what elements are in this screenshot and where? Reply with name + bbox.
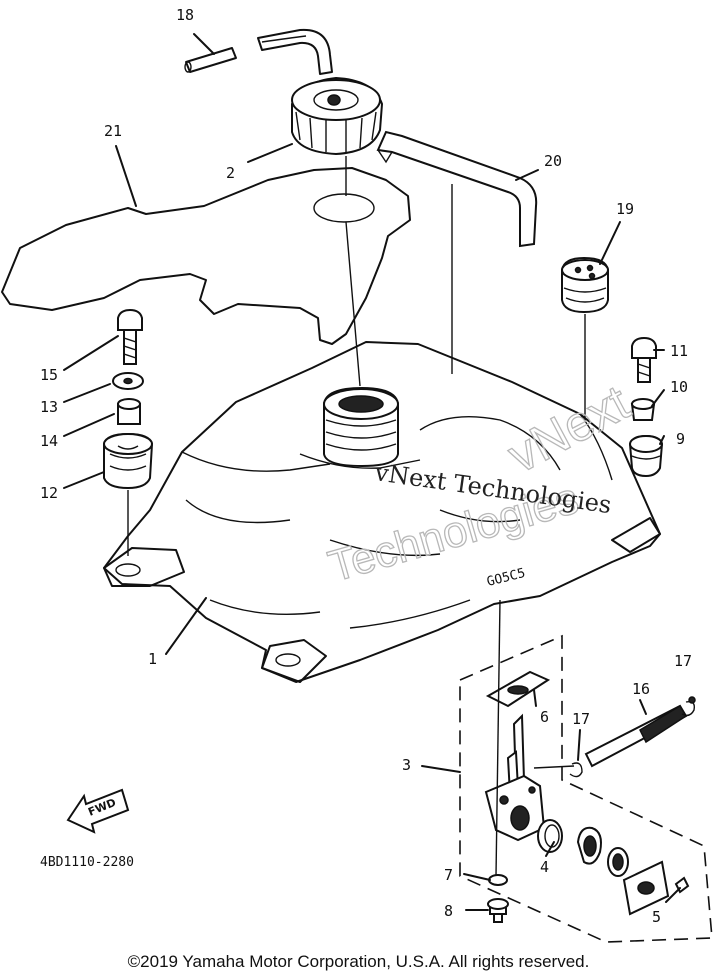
callout-10: 10: [670, 378, 688, 396]
callout-17-lower: 17: [572, 710, 590, 728]
fuel-hose-16-part: [584, 704, 688, 768]
collar-10-part: [630, 398, 656, 421]
gasket-6-part: [485, 670, 551, 708]
fuel-tank-part: GO5C5: [103, 341, 661, 683]
callout-16: 16: [632, 680, 650, 698]
watermark-outline-vnext: vNext: [499, 374, 638, 483]
washer-7-part: [488, 874, 508, 886]
callout-18: 18: [176, 6, 194, 24]
callout-20: 20: [544, 152, 562, 170]
callout-12: 12: [40, 484, 58, 502]
assembly-lines: [127, 156, 586, 877]
callout-labels: 18 21 2 20 19 15 13 14 12 11 10 9 1 17 1…: [40, 6, 692, 926]
callout-13: 13: [40, 398, 58, 416]
callout-15: 15: [40, 366, 58, 384]
callout-14: 14: [40, 432, 58, 450]
clip-17-lower-part: [569, 762, 583, 778]
callout-11: 11: [670, 342, 688, 360]
fwd-arrow-icon: FWD: [66, 788, 130, 834]
bolt-8-part: [487, 898, 509, 923]
washer-13-part: [112, 372, 144, 390]
clip-17-upper-part: [681, 696, 696, 717]
callout-9: 9: [676, 430, 685, 448]
callout-3: 3: [402, 756, 411, 774]
fuel-cock-body-part: [484, 713, 546, 842]
callout-1: 1: [148, 650, 157, 668]
plate-5-part: [622, 860, 690, 916]
fuel-cap-part: [291, 76, 384, 156]
damper-9-part: [628, 434, 664, 478]
tank-band-part: [376, 130, 538, 248]
damper-19-part: [561, 256, 609, 314]
leader-lines: [63, 33, 681, 911]
callout-19: 19: [616, 200, 634, 218]
callout-2: 2: [226, 164, 235, 182]
bolt-15-part: [117, 308, 143, 365]
fuel-cock-assembly-box: [459, 634, 713, 943]
collar-14-part: [117, 398, 141, 425]
seal-part: [607, 847, 629, 877]
diagram-code: 4BD1110-2280: [40, 855, 134, 870]
o-ring-4-part: [537, 819, 563, 853]
callout-17-upper: 17: [674, 652, 692, 670]
callout-5: 5: [652, 908, 661, 926]
bolt-11-part: [631, 336, 657, 383]
callout-6: 6: [540, 708, 549, 726]
callout-7: 7: [444, 866, 453, 884]
callout-8: 8: [444, 902, 453, 920]
tank-stamp-text: GO5C5: [485, 566, 527, 590]
copyright-footer: ©2019 Yamaha Motor Corporation, U.S.A. A…: [127, 952, 590, 971]
filler-neck-part: [323, 386, 399, 468]
lever-part: [576, 826, 602, 865]
callout-4: 4: [540, 858, 549, 876]
damper-12-part: [103, 432, 154, 490]
fuel-tank-exploded-diagram: GO5C5: [1, 6, 713, 943]
heat-protector-part: [1, 167, 411, 345]
callout-21: 21: [104, 122, 122, 140]
breather-hose-part: [184, 28, 333, 75]
